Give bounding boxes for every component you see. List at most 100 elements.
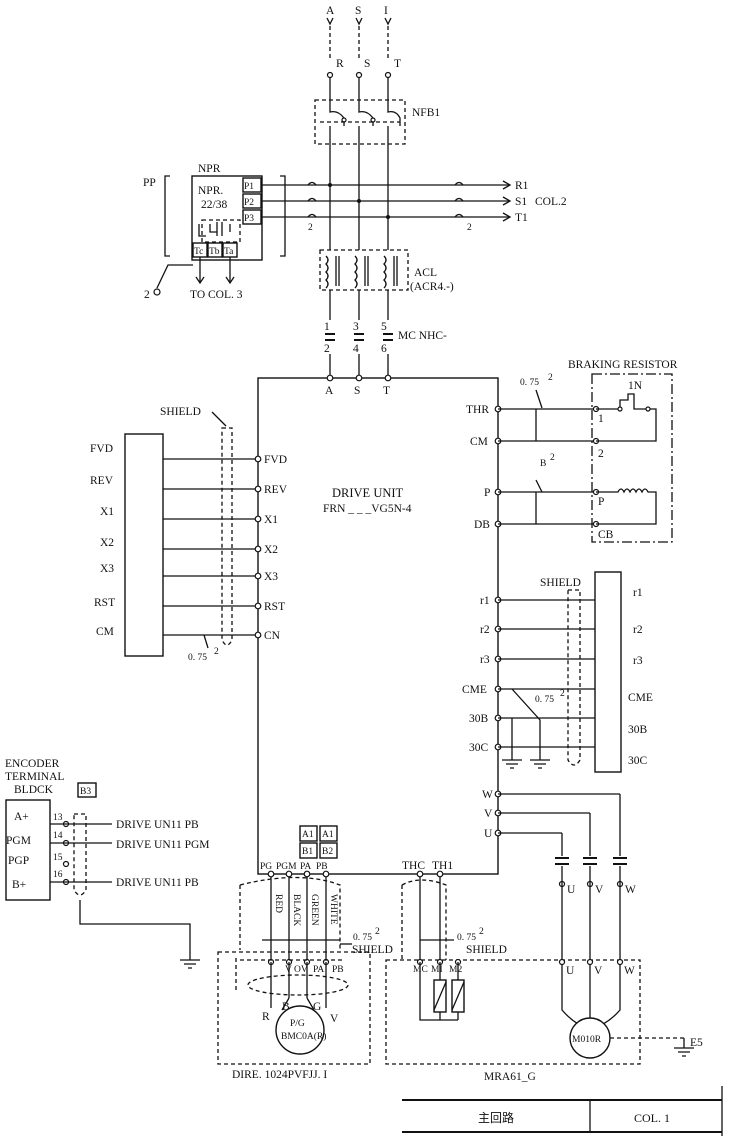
drive-term-pg: PG: [260, 862, 272, 872]
braking-box: [591, 373, 673, 543]
encoder-label-b: B+: [12, 879, 26, 891]
braking-term-p: P: [598, 496, 604, 508]
encoder-terminal-block: ENCODER TERMINAL BLDCK B3 A+ PGM PGP B+ …: [5, 758, 210, 969]
ctl-label-cm: CM: [96, 626, 114, 638]
left-control-panel: FVD REV X1 X2 X3 RST CM SHIELD 0. 75 2: [90, 406, 255, 663]
drive-term-thc: THC: [402, 860, 425, 872]
pg-wire-black: BLACK: [291, 894, 301, 926]
pg-wire-red: RED: [273, 894, 283, 913]
drive-term-x3: X3: [264, 571, 278, 583]
encoder-drive-line-2: DRIVE UN11 PGM: [116, 839, 210, 851]
mc-term-1: 1: [324, 321, 330, 333]
nfb-label: NFB1: [412, 107, 440, 119]
drive-term-x1: X1: [264, 514, 278, 526]
th-section: 0. 75 2 SHIELD MC MI M2: [385, 877, 641, 1065]
braking-wire-a: 0. 75: [520, 378, 539, 388]
encoder-box: [5, 799, 51, 901]
pg-label-v: V: [330, 1013, 339, 1025]
npr-to-col: TO COL. 3: [190, 289, 243, 301]
pg-shield-label: SHIELD: [352, 944, 393, 956]
ctl-label-fvd: FVD: [90, 443, 113, 455]
drive-term-r1: r1: [480, 595, 490, 607]
pg-term-pb: PB: [332, 965, 344, 975]
motor-model: M010R: [572, 1035, 602, 1045]
npr-model-1: NPR.: [198, 185, 223, 197]
npr-header: NPR: [198, 163, 221, 175]
mc-term-4: 4: [353, 343, 359, 355]
encoder-drive-line-3: DRIVE UN11 PB: [116, 877, 199, 889]
drive-term-r3: r3: [480, 654, 490, 666]
ctl-label-rst: RST: [94, 597, 115, 609]
relay-label-r3: r3: [633, 655, 643, 667]
svg-text:2: 2: [560, 689, 565, 699]
acl-label: ACL: [414, 267, 437, 279]
mc-label: MC NHC-: [398, 330, 447, 342]
drive-term-a: A: [325, 385, 334, 397]
npr-contact-tb: Tb: [209, 247, 220, 257]
mc-term-3: 3: [353, 321, 359, 333]
svg-text:2: 2: [479, 927, 484, 937]
braking-term-2: 2: [598, 448, 604, 460]
pg-section: A1 A1 B1 B2 RED BLACK GREEN WHITE 0. 75 …: [217, 825, 393, 1081]
braking-title: BRAKING RESISTOR: [568, 359, 678, 371]
output-s1: S1: [515, 196, 527, 208]
pg-encoder-line1: P/G: [290, 1019, 305, 1029]
drive-term-th1: TH1: [432, 860, 453, 872]
supply-section: A S I R S T NFB1: [314, 5, 440, 250]
drive-term-fvd: FVD: [264, 454, 287, 466]
drive-term-thr: THR: [466, 404, 489, 416]
pg-label-r: R: [262, 1011, 270, 1023]
relay-panel-box: [594, 571, 622, 773]
contactor-u: U: [567, 884, 576, 896]
pg-badge-b2: B2: [322, 847, 333, 857]
ctl-label-x2: X2: [100, 537, 114, 549]
drive-term-t: T: [383, 385, 390, 397]
motor-term-v: V: [594, 965, 603, 977]
title-right: COL. 1: [634, 1111, 670, 1125]
braking-switch-label: 1N: [628, 380, 643, 392]
braking-resistor-section: BRAKING RESISTOR 0. 75 2 B 2 1 2 P CB 1N: [498, 359, 678, 543]
encoder-title-1: ENCODER: [5, 758, 60, 770]
drive-model: FRN _ _ _VG5N-4: [323, 503, 412, 515]
npr-group-label: PP: [143, 177, 156, 189]
npr-contact-ta: Ta: [224, 247, 234, 257]
drive-term-u: U: [484, 828, 493, 840]
mc-section: 1 3 5 MC NHC- 2 4 6: [324, 321, 447, 378]
pg-label-g: G: [313, 1001, 321, 1013]
motor-section: U V W U V W M010R E5 MRA61_G: [484, 793, 703, 1083]
pg-wire-label: 0. 75: [353, 933, 372, 943]
pg-badge-a1-1: A1: [302, 830, 314, 840]
encoder-title-3: BLDCK: [14, 784, 54, 796]
drive-title: DRIVE UNIT: [332, 486, 404, 500]
ctl-label-x3: X3: [100, 563, 114, 575]
drive-term-x2: X2: [264, 544, 278, 556]
drive-bottom-terminals: PG PGM PA PB THC TH1: [260, 860, 453, 878]
drive-term-cn: CN: [264, 630, 281, 642]
acl-section: ACL (ACR4.-): [319, 249, 454, 320]
encoder-pin-14: 14: [53, 831, 63, 841]
encoder-title-2: TERMINAL: [5, 771, 64, 783]
drive-term-rst: RST: [264, 601, 285, 613]
encoder-pin-13: 13: [53, 813, 63, 823]
encoder-label-pgp: PGP: [8, 855, 29, 867]
encoder-label-a: A+: [14, 811, 29, 823]
drive-term-30b: 30B: [469, 713, 489, 725]
drive-box: [257, 377, 499, 875]
drive-term-pb: PB: [316, 862, 328, 872]
output-t1: T1: [515, 212, 528, 224]
contactor-v: V: [595, 884, 604, 896]
mc-term-2: 2: [324, 343, 330, 355]
relay-wire-label: 0. 75: [535, 695, 554, 705]
svg-text:2: 2: [375, 927, 380, 937]
phase-label-r: R: [336, 58, 344, 70]
supply-label-s: S: [355, 5, 361, 17]
pg-term-pa: PA: [313, 965, 324, 975]
output-wire-mark: 2: [467, 223, 472, 233]
control-panel-box: [124, 433, 164, 657]
nfb-breaker: [314, 99, 406, 145]
th-wire-label: 0. 75: [457, 933, 476, 943]
output-col: COL.2: [535, 196, 567, 208]
pg-encoder-circle: [275, 1005, 325, 1055]
acl-model: (ACR4.-): [410, 281, 454, 293]
